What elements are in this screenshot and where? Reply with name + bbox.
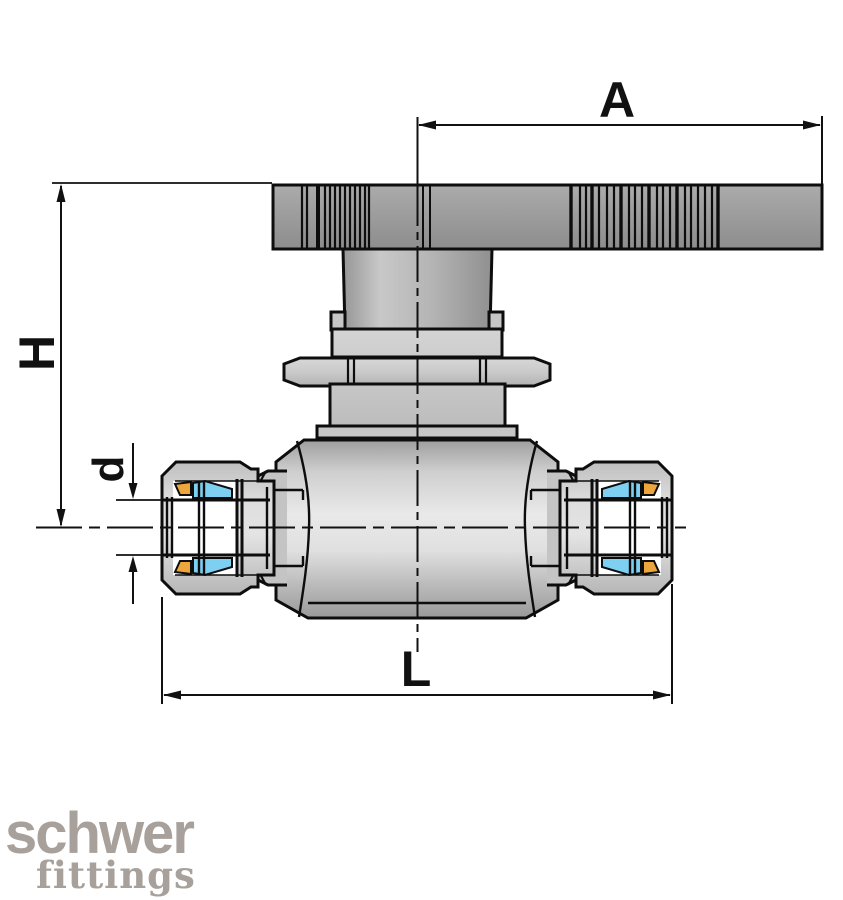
handle-hub-lines: [422, 186, 431, 248]
handle-knurl-right-thick: [569, 186, 720, 248]
stop-tab-right: [487, 310, 505, 332]
logo-tagline: fittings: [36, 853, 196, 897]
centerlines: [36, 117, 686, 652]
arrowhead-right: [653, 690, 671, 700]
arrowhead-down: [128, 483, 138, 499]
dimension-label-H: H: [9, 335, 65, 371]
logo-wordmark: schwer: [5, 801, 194, 866]
stop-tab-left: [329, 310, 347, 332]
handle-knurl-right: [578, 186, 714, 248]
handle-knurl-left: [300, 186, 371, 248]
brand-logo: schwer fittings: [5, 801, 196, 897]
dimension-label-A: A: [599, 72, 635, 128]
dimension-L: L: [161, 584, 673, 704]
arrowhead-left: [163, 690, 181, 700]
dimension-label-d: d: [84, 456, 133, 483]
arrowhead-top: [56, 184, 66, 202]
dimension-d: d: [84, 443, 162, 604]
dimension-label-L: L: [401, 641, 432, 697]
dimension-H: H: [9, 182, 272, 527]
arrowhead-right: [803, 120, 821, 130]
dimension-A: A: [418, 72, 823, 184]
arrowhead-up: [128, 556, 138, 572]
valve-assembly: [160, 183, 824, 620]
arrowhead-bottom: [56, 509, 66, 527]
panel-nut-flat-edges: [346, 358, 488, 386]
arrowhead-left: [418, 120, 436, 130]
